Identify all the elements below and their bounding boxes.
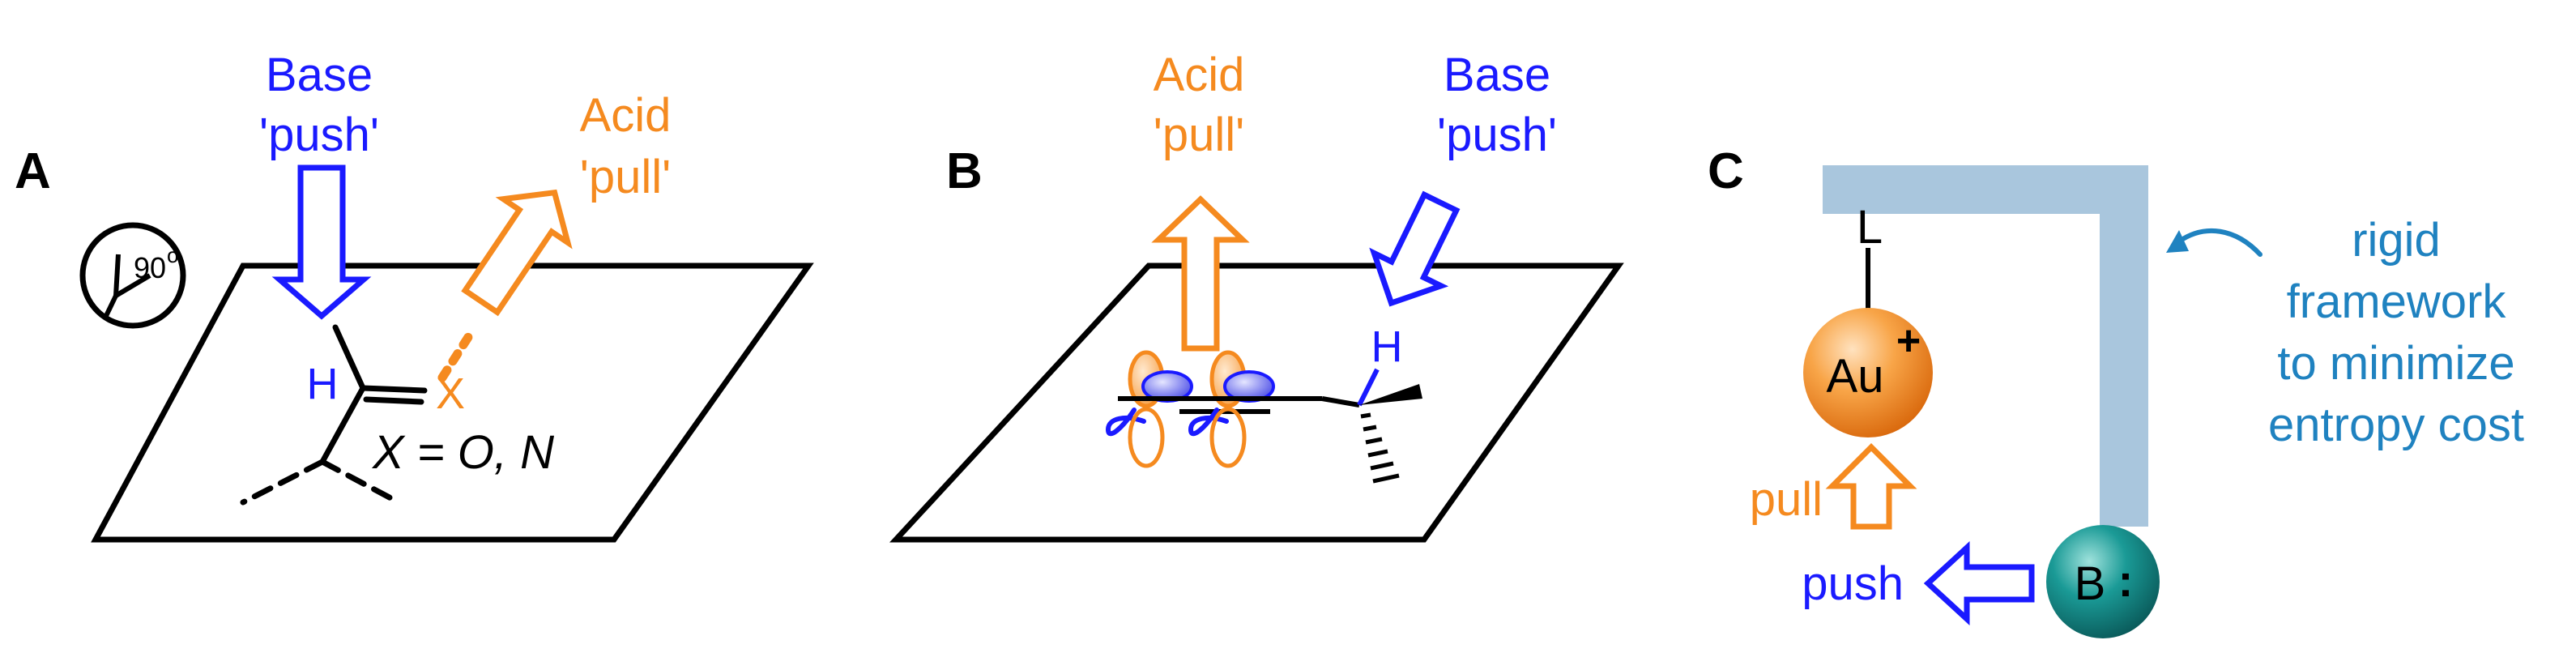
base-push-arrow-b: [1369, 190, 1461, 307]
acid-pull-label-a1: Acid: [580, 89, 672, 142]
note-line-2: framework: [2287, 275, 2507, 328]
acid-pull-label-a2: 'pull': [580, 151, 671, 203]
base-atom-label: B: [2075, 557, 2106, 610]
carbonyl-molecule: [240, 324, 428, 506]
x-atom-a: X: [436, 369, 465, 418]
panel-b: B Acid 'pull' Base 'push': [889, 49, 1624, 543]
right-angle-icon: 90 o: [79, 222, 186, 329]
panel-b-letter: B: [946, 143, 983, 199]
panel-c: C L Au + pull B : push rigid framework t…: [1708, 143, 2524, 638]
panel-c-letter: C: [1708, 143, 1744, 199]
gold-cation: Au +: [1803, 308, 1933, 437]
h-atom-a: H: [307, 360, 339, 408]
lone-pair: :: [2118, 555, 2134, 606]
note-line-4: entropy cost: [2268, 399, 2524, 451]
acid-pull-arrow-b: [1151, 195, 1250, 352]
base-sphere: B :: [2046, 525, 2160, 638]
acid-dotted-bond: [437, 327, 476, 382]
note-line-1: rigid: [2352, 214, 2441, 267]
angle-value: 90: [134, 251, 166, 284]
ligand-label: L: [1857, 201, 1883, 254]
acid-pull-arrow-a: [461, 189, 573, 317]
framework-note: rigid framework to minimize entropy cost: [2268, 214, 2524, 451]
base-push-label-b1: Base: [1444, 49, 1550, 101]
push-label-c: push: [1802, 557, 1904, 610]
pull-label-c: pull: [1750, 473, 1823, 526]
angle-degree: o: [167, 243, 178, 267]
metal-label: Au: [1827, 350, 1884, 403]
p-orbitals: [1105, 350, 1360, 468]
base-push-arrow-a: [271, 164, 372, 320]
acid-pull-label-b2: 'pull': [1154, 109, 1244, 161]
note-line-3: to minimize: [2277, 337, 2514, 390]
rigid-framework: [1823, 165, 2148, 527]
charge-label: +: [1896, 318, 1921, 365]
acid-pull-label-b1: Acid: [1154, 49, 1245, 101]
base-push-label-a1: Base: [266, 49, 373, 101]
plane-a: [91, 262, 814, 543]
pull-arrow-c: [1825, 443, 1917, 530]
panel-a: A 90 o Base 'push' Acid 'pull' H X: [15, 49, 814, 543]
curved-pointer-arrowhead: [2166, 230, 2189, 253]
curved-pointer-arrow: [2177, 228, 2263, 257]
base-push-label-a2: 'push': [259, 109, 379, 161]
stereo-center-b: [1357, 368, 1422, 484]
equation-a: X = O, N: [371, 426, 554, 479]
h-atom-b: H: [1371, 322, 1403, 371]
push-arrow-c: [1923, 541, 2035, 625]
panel-a-letter: A: [15, 143, 51, 199]
plane-b: [889, 262, 1624, 543]
base-push-label-b2: 'push': [1437, 109, 1557, 161]
